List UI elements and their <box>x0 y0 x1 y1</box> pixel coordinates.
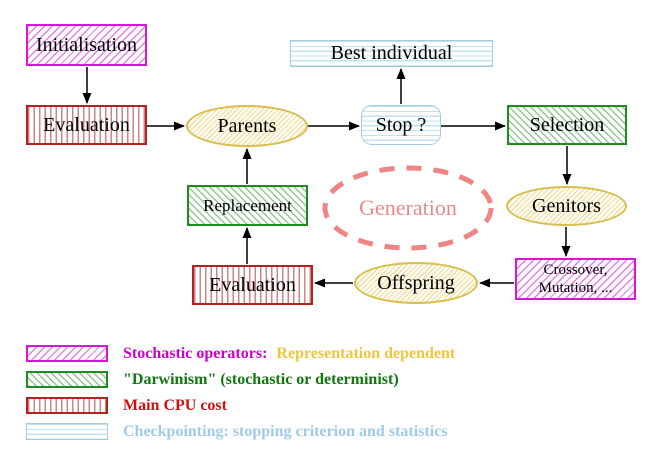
node-best-individual: Best individual <box>290 40 493 67</box>
legend-swatch-checkpointing <box>26 423 108 440</box>
node-parents: Parents <box>186 105 308 147</box>
node-initialisation: Initialisation <box>26 24 147 66</box>
legend-label-cpu-cost: Main CPU cost <box>123 397 227 414</box>
node-replacement: Replacement <box>187 185 308 226</box>
node-stop-label: Stop ? <box>375 113 427 136</box>
legend-swatch-cpu-cost <box>26 397 108 414</box>
node-crossover-mutation: Crossover, Mutation, ... <box>515 258 636 300</box>
node-crossover-line1: Crossover, <box>543 262 608 278</box>
node-replacement-label: Replacement <box>203 195 292 215</box>
legend-swatch-darwinism <box>26 371 108 388</box>
node-evaluation-bottom-label: Evaluation <box>209 273 296 296</box>
node-genitors-label: Genitors <box>532 194 601 217</box>
flow-arrows <box>82 67 572 288</box>
legend-label-darwinism: "Darwinism" (stochastic or determinist) <box>123 371 399 388</box>
node-crossover-line2: Mutation, ... <box>538 280 613 296</box>
generation-label: Generation <box>359 195 457 220</box>
legend-label-checkpointing: Checkpointing: stopping criterion and st… <box>123 423 448 440</box>
legend-swatch-stochastic <box>26 345 108 362</box>
node-parents-label: Parents <box>217 114 277 137</box>
node-genitors: Genitors <box>506 186 627 226</box>
node-offspring-label: Offspring <box>377 271 455 294</box>
node-best-individual-label: Best individual <box>330 42 453 64</box>
node-evaluation-top-label: Evaluation <box>43 113 130 136</box>
node-evaluation-top: Evaluation <box>26 105 147 145</box>
legend-label-stochastic-part1: Stochastic operators: <box>123 345 268 362</box>
node-stop: Stop ? <box>361 105 441 145</box>
node-selection-label: Selection <box>529 113 605 136</box>
node-initialisation-label: Initialisation <box>35 33 138 56</box>
legend-label-stochastic-part2: Representation dependent <box>276 345 456 362</box>
node-offspring: Offspring <box>354 262 478 304</box>
node-evaluation-bottom: Evaluation <box>192 265 313 305</box>
node-selection: Selection <box>507 105 627 145</box>
legend-label-stochastic: Stochastic operators: Representation depe… <box>123 345 455 363</box>
